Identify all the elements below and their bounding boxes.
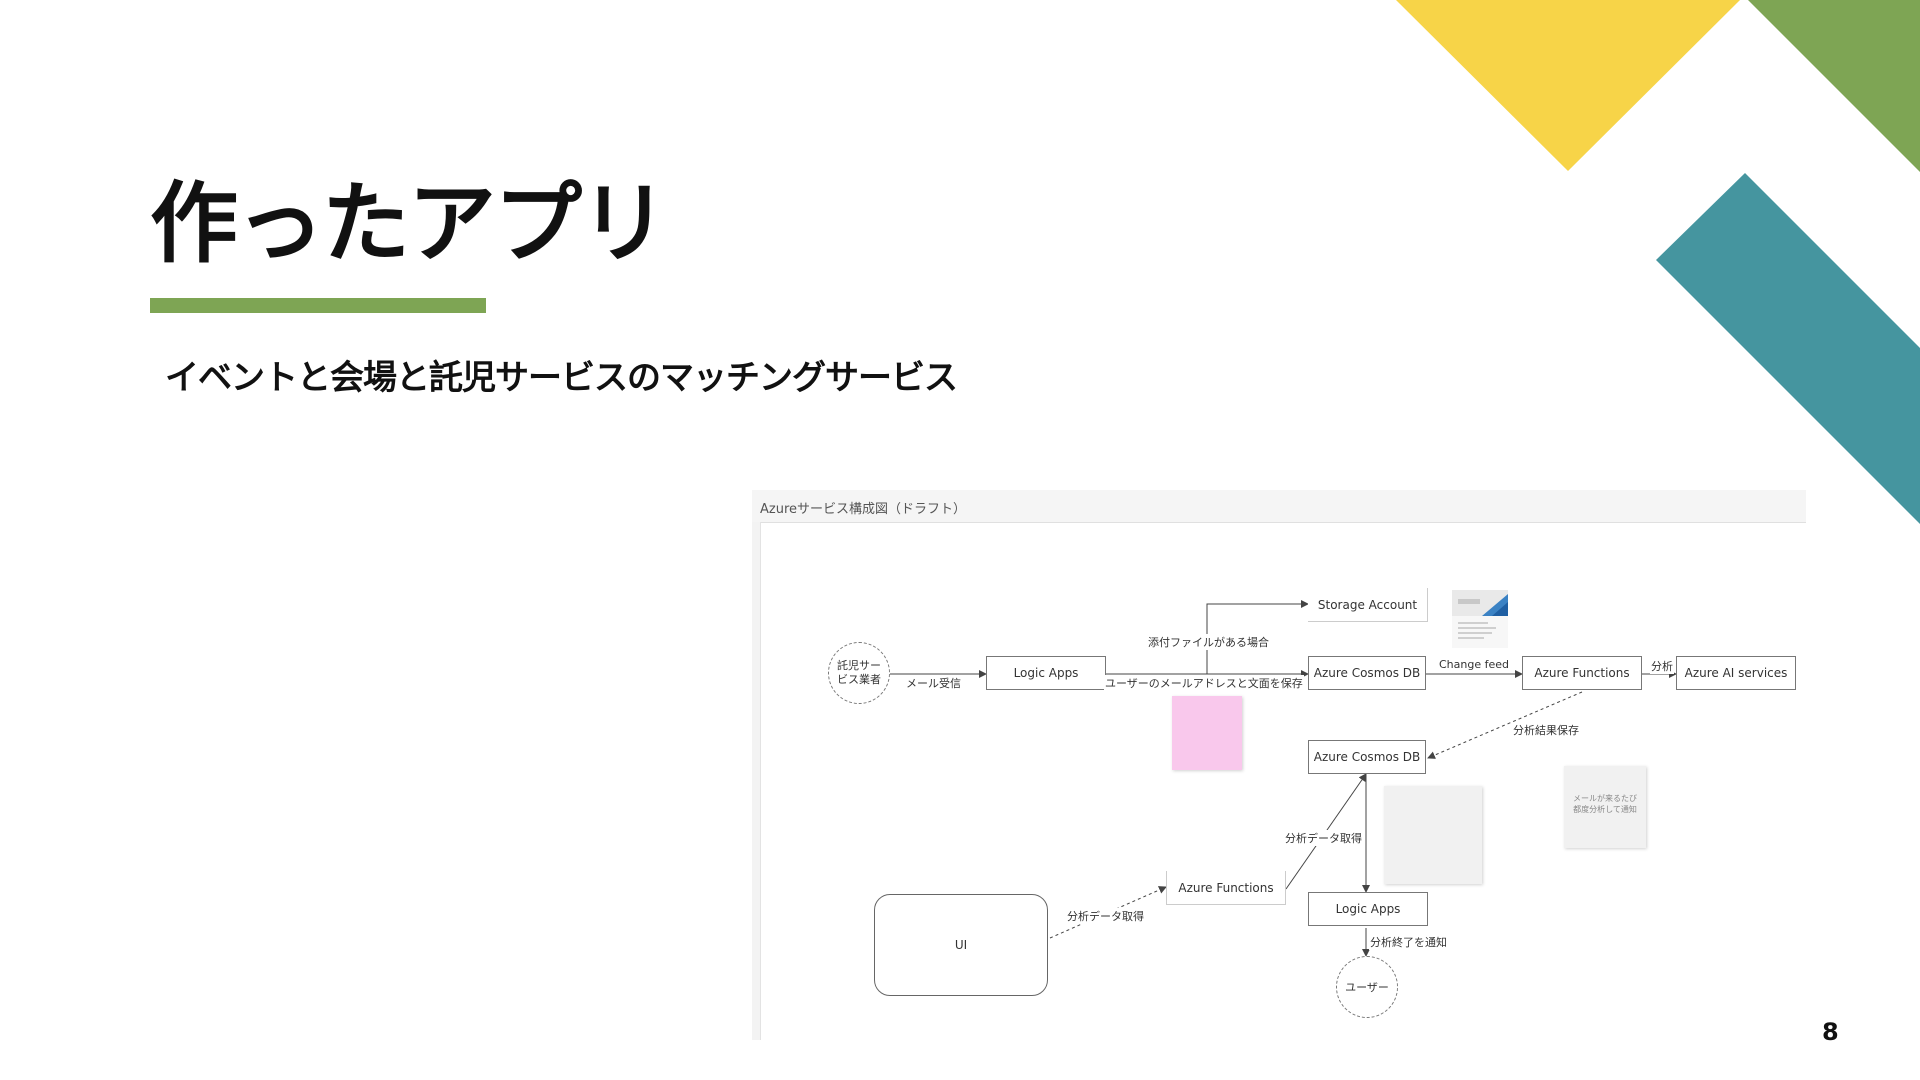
architecture-diagram: Azureサービス構成図（ドラフト） 託児サービス業者 Logic Apps S… — [752, 490, 1806, 1040]
node-cosmos-db-results: Azure Cosmos DB — [1308, 740, 1426, 774]
node-cosmos-db-primary: Azure Cosmos DB — [1308, 656, 1426, 690]
edge-save-result — [1427, 691, 1583, 759]
sticky-note-gray-right: メールが来るたび都度分析して通知 — [1564, 766, 1646, 848]
slide-subtitle: イベントと会場と託児サービスのマッチングサービス — [165, 358, 958, 398]
label-analyze: 分析 — [1650, 658, 1674, 674]
node-storage-account: Storage Account — [1308, 588, 1428, 622]
label-get-data-left: 分析データ取得 — [1066, 908, 1145, 924]
node-childcare-provider: 託児サービス業者 — [828, 642, 890, 704]
node-azure-ai-services: Azure AI services — [1676, 656, 1796, 690]
node-azure-functions-api: Azure Functions — [1166, 871, 1286, 905]
diagram-header: Azureサービス構成図（ドラフト） — [752, 490, 1806, 523]
node-azure-functions-analysis: Azure Functions — [1522, 656, 1642, 690]
label-mail-receive: メール受信 — [905, 675, 962, 691]
sticky-note-pink — [1172, 696, 1242, 770]
label-save-result: 分析結果保存 — [1512, 722, 1580, 738]
diagram-left-ruler — [752, 522, 761, 1040]
node-logic-apps-notify: Logic Apps — [1308, 892, 1428, 926]
thumbnail-graphic — [1452, 590, 1508, 639]
green-triangle-shape — [1748, 0, 1920, 172]
node-logic-apps-inbound: Logic Apps — [986, 656, 1106, 690]
node-user: ユーザー — [1336, 956, 1398, 1018]
sticky-note-gray-middle — [1384, 786, 1482, 884]
title-underline — [150, 298, 486, 313]
teal-band-shape — [1656, 173, 1920, 524]
diagram-title: Azureサービス構成図（ドラフト） — [760, 502, 967, 517]
label-attachment: 添付ファイルがある場合 — [1147, 634, 1270, 650]
edge-attachment — [1206, 600, 1309, 674]
node-ui: UI — [874, 894, 1048, 996]
label-save-email: ユーザーのメールアドレスと文面を保存 — [1104, 675, 1304, 691]
label-get-data-right: 分析データ取得 — [1284, 830, 1363, 846]
label-notify: 分析終了を通知 — [1369, 934, 1448, 950]
label-change-feed: Change feed — [1438, 658, 1511, 671]
slide-title: 作ったアプリ — [150, 172, 668, 275]
thumbnail-image — [1452, 590, 1508, 648]
page-number: 8 — [1822, 1018, 1839, 1046]
yellow-triangle-shape — [1396, 0, 1740, 171]
